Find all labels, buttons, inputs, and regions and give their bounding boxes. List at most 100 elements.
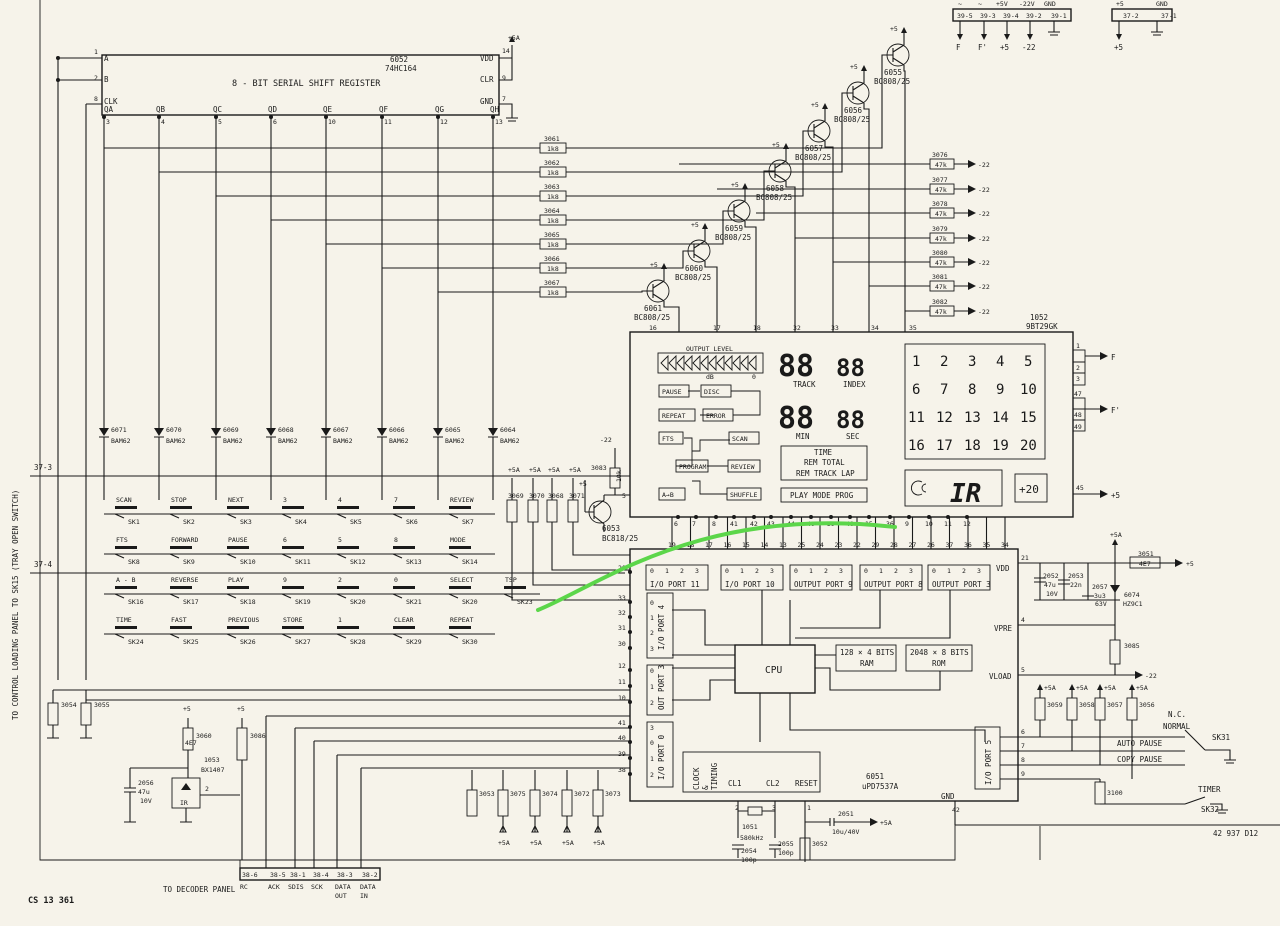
- diode-6067-icon: [321, 428, 331, 436]
- out-port-3-label: OUT PORT 3: [657, 665, 666, 710]
- output-level-label: OUTPUT LEVEL: [686, 345, 733, 353]
- cpu-top-pin: 15: [742, 541, 750, 549]
- key-sk29-ref: SK29: [406, 638, 422, 646]
- pin-dot: [628, 668, 632, 672]
- io-port-4: [646, 592, 674, 659]
- supply-arrow: [742, 183, 748, 189]
- key-sk27-ref: SK27: [295, 638, 311, 646]
- sr-out-pin: 13: [495, 118, 503, 126]
- key-actuator-icon: [337, 586, 359, 589]
- key-sk6-ref: SK6: [406, 518, 418, 526]
- transistor-ref: 6061: [644, 304, 662, 313]
- cpu-top-port-3: OUTPUT PORT 8: [864, 580, 923, 589]
- r3083-value: 10k: [615, 470, 623, 482]
- key-sk9-name: FORWARD: [171, 536, 198, 544]
- key-contact-icon: [226, 513, 237, 519]
- port-bit: 0: [864, 567, 868, 575]
- resistor-ref: 3067: [544, 279, 560, 287]
- diode-wire: [99, 436, 109, 500]
- level-segment-icon: [716, 354, 725, 372]
- key-sk25-ref: SK25: [183, 638, 199, 646]
- supply-label: +5A: [548, 466, 560, 474]
- cpu-pin-42: 42: [952, 806, 960, 814]
- supply-arrow: [661, 263, 667, 269]
- key-contact-icon: [114, 513, 125, 519]
- cpu-cl2: CL2: [766, 779, 780, 788]
- decoder-label: TO DECODER PANEL: [163, 885, 236, 894]
- cpu-pin-9: 9: [1021, 770, 1025, 778]
- supply-arrow: [499, 816, 507, 833]
- cpu-pin-8: 8: [1021, 756, 1025, 764]
- sk31-ref: SK31: [1212, 733, 1230, 742]
- key-actuator-icon: [170, 546, 192, 549]
- supply-label: +5A: [1104, 684, 1116, 692]
- supply-label: +5: [890, 25, 898, 33]
- display-indicator-9: SHUFFLE: [730, 491, 757, 499]
- grid-number-11: 11: [908, 410, 925, 426]
- c2054-value: 100p: [741, 856, 757, 864]
- cpu-top-port-4: OUTPUT PORT 3: [932, 580, 991, 589]
- key-contact-icon: [281, 593, 292, 599]
- play-mode-prog-label: PLAY MODE PROG: [790, 491, 854, 500]
- zener-6074-icon: [1110, 585, 1120, 593]
- resistor-value: 47k: [935, 259, 947, 267]
- key-sk14-ref: SK14: [462, 558, 478, 566]
- min-digits: 88: [778, 401, 814, 436]
- resistor-3056-icon: [1126, 697, 1138, 721]
- pulldown-resistors: 307647k-22307747k-22307847k-22307947k-22…: [679, 151, 990, 317]
- transistor-part: BC808/25: [834, 115, 870, 124]
- diode-wire: [154, 436, 164, 500]
- display-indicator-7: REVIEW: [731, 463, 755, 471]
- cpu-part: uPD7537A: [862, 782, 899, 791]
- resistor-ref: 3062: [544, 159, 560, 167]
- io-port-0: [646, 721, 674, 788]
- pin-dot: [752, 515, 756, 519]
- sk31-switch-icon: [1184, 729, 1231, 760]
- key-sk11-name: 6: [283, 536, 287, 544]
- decoder-signal-name: SDIS: [288, 883, 304, 891]
- level-segment-icon: [692, 354, 701, 372]
- disp-f-label: F: [1111, 353, 1116, 362]
- port-bit: 0: [725, 567, 729, 575]
- key-contact-icon: [336, 513, 347, 519]
- key-actuator-icon: [227, 586, 249, 589]
- key-actuator-icon: [449, 546, 471, 549]
- pin-dot: [628, 615, 632, 619]
- resistor-value: 1k8: [547, 241, 559, 249]
- conn-39-4-top: +5V: [996, 0, 1008, 8]
- key-contact-icon: [336, 553, 347, 559]
- cpu-top-pin: 13: [779, 541, 787, 549]
- supply-arrow: [822, 103, 828, 109]
- decoder-pin-38-3: 38-3: [337, 871, 353, 879]
- key-contact-icon: [448, 553, 459, 559]
- db-label: dB: [706, 373, 714, 381]
- key-actuator-icon: [227, 626, 249, 629]
- decoder-signal-name: OUT: [335, 892, 347, 900]
- key-sk24-name: TIME: [116, 616, 132, 624]
- shift-register-6052: 6052 74HC164 8 - BIT SERIAL SHIFT REGIST…: [56, 34, 520, 680]
- conn-39-1-pin: 39-1: [1051, 12, 1067, 20]
- key-matrix: SCANSK1STOPSK2NEXTSK33SK44SK57SK6REVIEWS…: [104, 496, 540, 646]
- grid-number-8: 8: [968, 382, 976, 398]
- port-bit: 3: [909, 567, 913, 575]
- decoder-pin-38-4: 38-4: [313, 871, 329, 879]
- grid-number-15: 15: [1020, 410, 1037, 426]
- cpu-top-pin: 27: [909, 541, 917, 549]
- io-port-0-label: I/O PORT 0: [657, 734, 666, 780]
- conn-37-2-pin: 37-2: [1123, 12, 1139, 20]
- port-bit: 0: [650, 599, 654, 607]
- sr-in-a: A: [104, 54, 109, 63]
- display-indicator-box: [658, 431, 684, 445]
- port-bit: 3: [695, 567, 699, 575]
- collector-wire: [704, 261, 718, 332]
- display-part: 9BT29GK: [1026, 322, 1058, 331]
- transistor-ref: 6056: [844, 106, 863, 115]
- diode-wire: [433, 436, 443, 500]
- key-sk18-name: PLAY: [228, 576, 244, 584]
- key-sk13-name: 8: [394, 536, 398, 544]
- svg-text:ROM: ROM: [932, 659, 946, 668]
- resistor-ref: 3063: [544, 183, 560, 191]
- sr-pin-2: 2: [94, 74, 98, 82]
- key-contact-icon: [392, 513, 403, 519]
